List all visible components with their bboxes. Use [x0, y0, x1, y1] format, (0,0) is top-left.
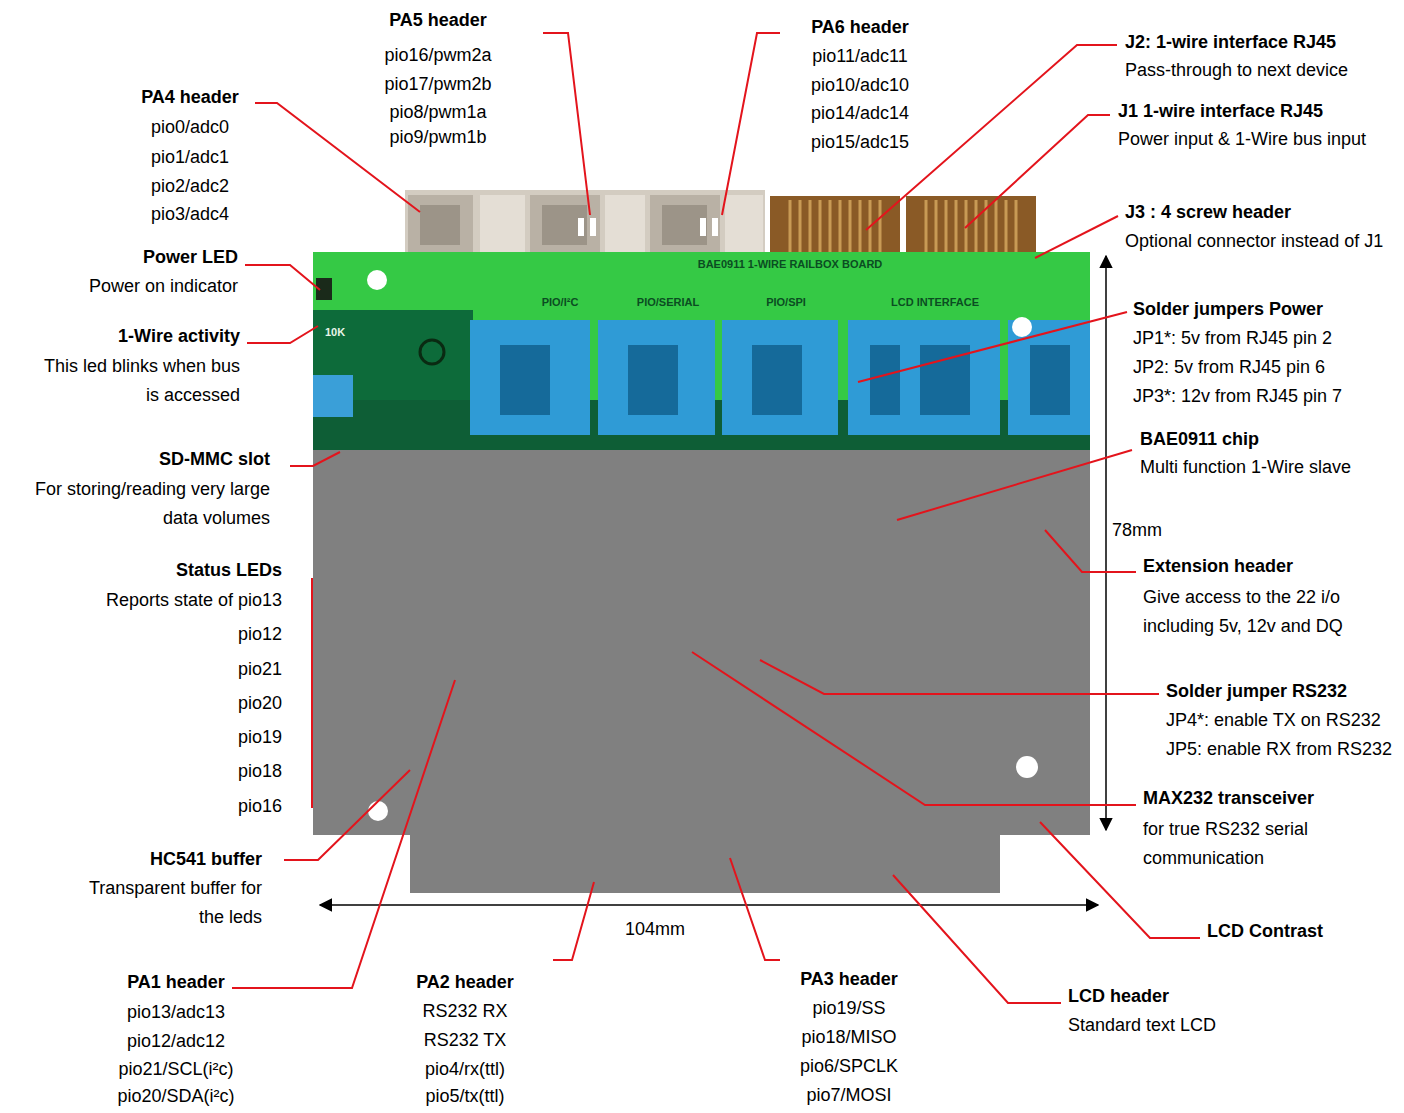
callout-text: JP4*: enable TX on RS232 — [1166, 706, 1381, 735]
silkscreen-text: PIO/SPI — [766, 295, 806, 309]
callout-heading: J2: 1-wire interface RJ45 — [1125, 28, 1336, 57]
callout-heading: HC541 buffer — [150, 845, 262, 874]
callout-heading: J1 1-wire interface RJ45 — [1118, 97, 1323, 126]
callout-text: Multi function 1-Wire slave — [1140, 453, 1351, 482]
callout-heading: Power LED — [143, 243, 238, 272]
pin-label: pio20 — [238, 689, 282, 718]
callout-text: for true RS232 serial communication — [1143, 815, 1343, 873]
dimension-label: 78mm — [1112, 516, 1162, 545]
pin-label: pio19 — [238, 723, 282, 752]
pin-label: pio5/tx(ttl) — [425, 1082, 504, 1111]
callout-text: JP3*: 12v from RJ45 pin 7 — [1133, 382, 1342, 411]
pin-label: pio21 — [238, 655, 282, 684]
pin-label: pio11/adc11 — [812, 42, 907, 71]
pin-header-connectors — [405, 190, 765, 256]
callout-text: This led blinks when bus is accessed — [35, 352, 240, 410]
silkscreen-text: PIO/I²C — [542, 295, 579, 309]
pin-label: pio3/adc4 — [151, 200, 229, 229]
pin-label: pio15/adc15 — [811, 128, 909, 157]
pin-label: pio16 — [238, 792, 282, 821]
pin-label: pio12/adc12 — [127, 1027, 225, 1056]
callout-text: Optional connector instead of J1 — [1125, 227, 1395, 256]
callout-heading: MAX232 transceiver — [1143, 784, 1314, 813]
callout-text: Power input & 1-Wire bus input — [1118, 125, 1383, 154]
pin-label: pio8/pwm1a — [389, 98, 486, 127]
pin-label: RS232 TX — [424, 1026, 507, 1055]
silkscreen-text: PIO/SERIAL — [637, 295, 699, 309]
callout-heading: BAE0911 chip — [1140, 425, 1259, 454]
pin-label: pio4/rx(ttl) — [425, 1055, 505, 1084]
pin-label: pio18 — [238, 757, 282, 786]
callout-heading: LCD Contrast — [1207, 917, 1323, 946]
callout-text: Pass-through to next device — [1125, 56, 1348, 85]
pin-label: pio16/pwm2a — [384, 41, 491, 70]
callout-heading: Extension header — [1143, 552, 1293, 581]
callout-heading: PA1 header — [127, 968, 225, 997]
silkscreen-text: BAE0911 1-WIRE RAILBOX BOARD — [698, 257, 883, 271]
callout-text: JP1*: 5v from RJ45 pin 2 — [1133, 324, 1332, 353]
pin-label: pio17/pwm2b — [384, 70, 491, 99]
pin-label: RS232 RX — [422, 997, 507, 1026]
callout-heading: Solder jumpers Power — [1133, 295, 1323, 324]
callout-text: JP5: enable RX from RS232 — [1166, 735, 1392, 764]
rj45-connectors — [770, 196, 1036, 256]
callout-text: Give access to the 22 i/o including 5v, … — [1143, 583, 1398, 641]
pin-label: pio20/SDA(i²c) — [117, 1082, 234, 1111]
callout-heading: PA4 header — [141, 83, 239, 112]
callout-heading: PA3 header — [800, 965, 898, 994]
callout-heading: PA2 header — [416, 968, 514, 997]
callout-text: For storing/reading very large data volu… — [30, 475, 270, 533]
callout-text: Power on indicator — [89, 272, 238, 301]
callout-heading: Solder jumper RS232 — [1166, 677, 1347, 706]
pin-label: pio2/adc2 — [151, 172, 229, 201]
callout-heading: J3 : 4 screw header — [1125, 198, 1291, 227]
board-body — [313, 270, 1090, 893]
callout-heading: SD-MMC slot — [159, 445, 270, 474]
callout-text: Reports state of pio13 — [106, 586, 282, 615]
pin-label: pio18/MISO — [801, 1023, 896, 1052]
pin-label: pio14/adc14 — [811, 99, 909, 128]
pin-label: pio21/SCL(i²c) — [118, 1055, 233, 1084]
pin-label: pio1/adc1 — [151, 143, 229, 172]
pin-label: pio13/adc13 — [127, 998, 225, 1027]
pin-label: pio10/adc10 — [811, 71, 909, 100]
callout-heading: PA6 header — [811, 13, 909, 42]
silkscreen-text: LCD INTERFACE — [891, 295, 979, 309]
dimension-label: 104mm — [625, 915, 685, 944]
pin-label: pio6/SPCLK — [800, 1052, 898, 1081]
callout-text: Transparent buffer for the leds — [87, 874, 262, 932]
pin-label: pio12 — [238, 620, 282, 649]
callout-heading: LCD header — [1068, 982, 1169, 1011]
silkscreen-text: 10K — [325, 325, 345, 339]
callout-text: JP2: 5v from RJ45 pin 6 — [1133, 353, 1325, 382]
pin-label: pio0/adc0 — [151, 113, 229, 142]
leader-lines — [232, 33, 1200, 1003]
callout-heading: PA5 header — [389, 6, 487, 35]
dimension-arrows — [320, 256, 1106, 905]
pin-label: pio9/pwm1b — [389, 123, 486, 152]
pin-label: pio7/MOSI — [806, 1081, 891, 1110]
pin-label: pio19/SS — [812, 994, 885, 1023]
callout-heading: 1-Wire activity — [118, 322, 240, 351]
callout-text: Standard text LCD — [1068, 1011, 1216, 1040]
callout-heading: Status LEDs — [176, 556, 282, 585]
